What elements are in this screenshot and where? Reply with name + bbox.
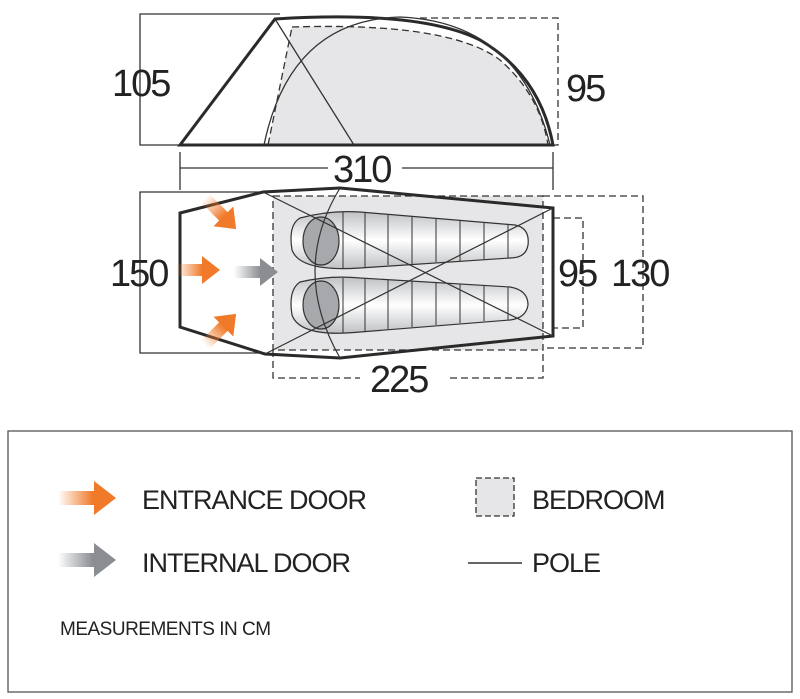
height-105-bracket <box>139 13 280 146</box>
entrance-door-arrow-icon <box>58 481 116 515</box>
dimension-95-side: 95 <box>566 68 605 110</box>
side-view: 105 95 310 <box>112 13 607 191</box>
length-310-bracket <box>179 152 554 190</box>
dimension-225: 225 <box>370 359 428 401</box>
flysheet-outline <box>176 15 555 147</box>
width-95-bracket <box>553 217 584 329</box>
length-225-bracket <box>272 350 544 379</box>
legend: ENTRANCE DOOR INTERNAL DOOR BEDROOM POLE… <box>7 430 793 693</box>
dimension-95-plan: 95 <box>558 253 597 295</box>
dimension-105: 105 <box>112 63 170 105</box>
pole-arc <box>263 16 551 146</box>
internal-door-arrow-icon <box>58 543 116 577</box>
legend-pole: POLE <box>532 548 600 578</box>
dimension-150: 150 <box>110 253 168 295</box>
internal-door-arrow <box>234 258 278 286</box>
pole-line <box>274 18 355 146</box>
height-95-bracket <box>420 17 559 146</box>
legend-internal-door: INTERNAL DOOR <box>142 548 351 578</box>
dimension-130: 130 <box>611 253 669 295</box>
measurements-note: MEASUREMENTS IN CM <box>60 619 271 640</box>
head-icon <box>302 280 340 330</box>
poles-plan <box>262 187 554 359</box>
legend-entrance-door: ENTRANCE DOOR <box>142 485 367 515</box>
width-130-bracket <box>543 195 644 349</box>
legend-bedroom: BEDROOM <box>532 485 665 515</box>
inner-tent-side <box>267 25 549 146</box>
bedroom-swatch-icon <box>475 477 515 517</box>
sleeping-bag <box>290 211 529 270</box>
width-150-bracket <box>139 191 265 354</box>
dimension-310: 310 <box>333 149 391 191</box>
head-icon <box>302 216 340 266</box>
sleeping-bag <box>290 276 529 334</box>
plan-view: 150 95 130 225 <box>110 186 671 401</box>
